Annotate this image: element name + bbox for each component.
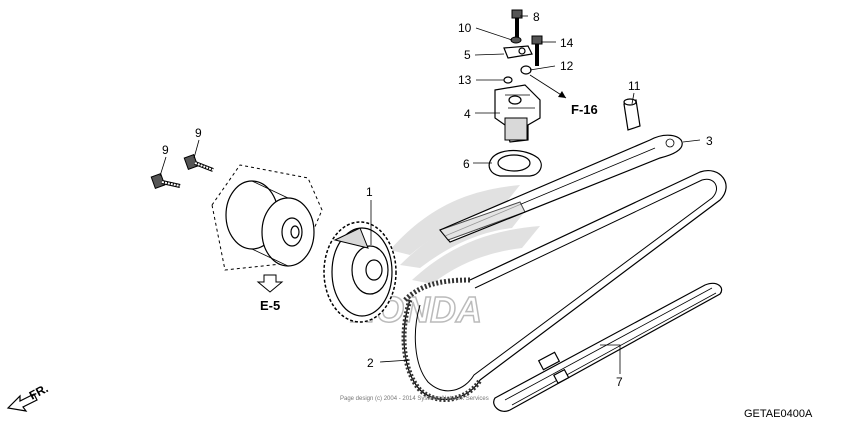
e5-reference-label: E-5 [260, 298, 280, 313]
oring-13 [503, 76, 513, 84]
cam-chain-tensioner-lifter [494, 84, 541, 143]
callout-1: 1 [366, 185, 373, 199]
copyright-notice: Page design (c) 2004 - 2014 Systems Netw… [340, 396, 489, 402]
cam-chain-tensioner-slipper [439, 134, 683, 243]
washer-10 [510, 36, 522, 44]
callout-12: 12 [560, 59, 574, 73]
oring-12 [520, 65, 532, 75]
cam-chain [401, 170, 727, 402]
f16-reference-arrow [529, 74, 567, 99]
bolt-9-left [150, 173, 181, 189]
callout-8: 8 [533, 10, 540, 24]
cam-sprocket [323, 221, 397, 323]
callout-2: 2 [367, 356, 374, 370]
e5-reference-arrow [256, 274, 284, 293]
cam-chain-guide [493, 282, 723, 412]
callout-10: 10 [458, 21, 472, 35]
callout-14: 14 [560, 36, 574, 50]
bolt-14 [531, 35, 543, 66]
callout-7: 7 [616, 375, 623, 389]
leader-lines [159, 15, 701, 374]
bolt-8 [511, 9, 523, 38]
callout-6: 6 [463, 157, 470, 171]
callout-13: 13 [458, 73, 472, 87]
bolt-9-right [183, 154, 214, 172]
callout-5: 5 [464, 48, 471, 62]
callout-9-right: 9 [195, 126, 202, 140]
diagram-code: GETAE0400A [744, 408, 813, 420]
f16-reference-label: F-16 [571, 102, 598, 117]
decompressor-assembly [211, 164, 323, 271]
plate-5 [503, 45, 533, 59]
front-direction-arrow [6, 393, 38, 412]
callout-4: 4 [464, 107, 471, 121]
collar-11 [623, 98, 641, 131]
callout-9-left: 9 [162, 143, 169, 157]
tensioner-gasket [488, 149, 542, 177]
callout-3: 3 [706, 134, 713, 148]
callout-11: 11 [628, 79, 641, 93]
